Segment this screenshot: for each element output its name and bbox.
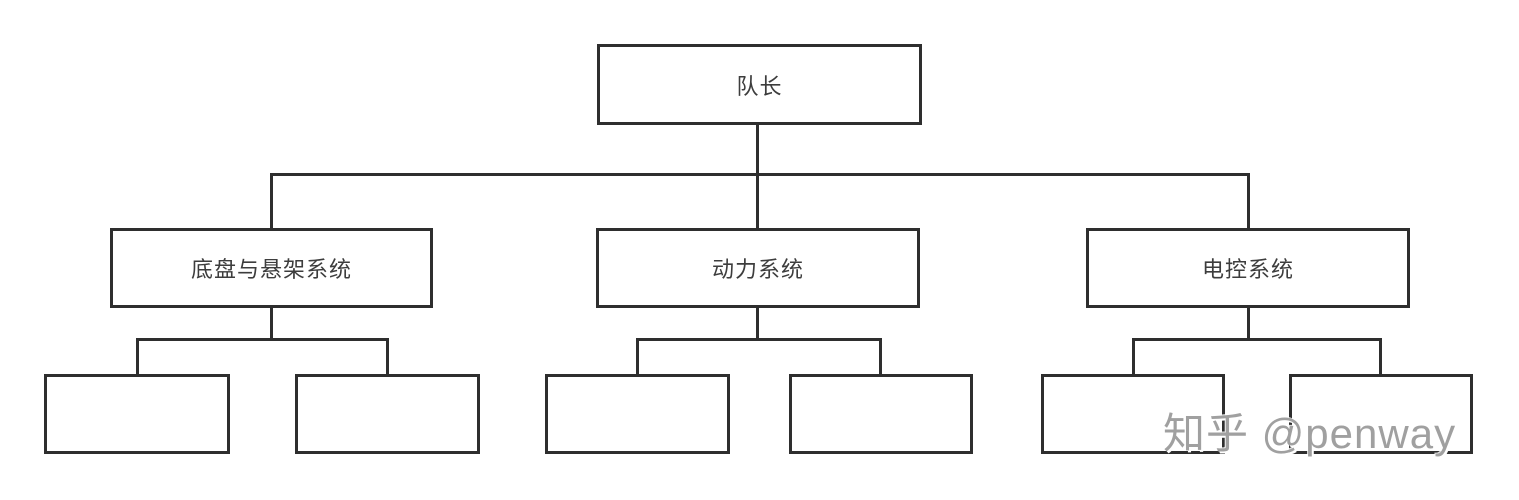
connector-drop-electronic [1247, 176, 1250, 228]
node-power-system-label: 动力系统 [711, 257, 804, 282]
node-electronic-child-2 [1289, 374, 1473, 454]
node-chassis-child-2 [295, 374, 480, 454]
connector-chassis-bus [136, 338, 389, 341]
node-captain-label: 队长 [736, 73, 783, 99]
node-electronic-child-1 [1041, 374, 1225, 454]
connector-electronic-child2-drop [1379, 341, 1382, 374]
connector-power-child1-drop [636, 341, 639, 374]
node-chassis-suspension-label: 底盘与悬架系统 [190, 257, 352, 282]
node-chassis-child-1 [44, 374, 230, 454]
node-chassis-suspension: 底盘与悬架系统 [110, 228, 433, 308]
node-power-child-2 [789, 374, 973, 454]
connector-power-bus [636, 338, 882, 341]
connector-power-stem [756, 308, 759, 340]
node-electronic-control: 电控系统 [1086, 228, 1410, 308]
node-captain: 队长 [597, 44, 922, 125]
connector-chassis-child1-drop [136, 341, 139, 374]
connector-chassis-stem [270, 308, 273, 340]
connector-power-child2-drop [879, 341, 882, 374]
connector-electronic-bus [1132, 338, 1382, 341]
connector-electronic-stem [1247, 308, 1250, 340]
connector-electronic-child1-drop [1132, 341, 1135, 374]
node-power-system: 动力系统 [596, 228, 920, 308]
connector-root-stem [756, 125, 759, 176]
connector-drop-power [756, 176, 759, 228]
connector-drop-chassis [270, 176, 273, 228]
node-electronic-control-label: 电控系统 [1201, 257, 1294, 282]
connector-chassis-child2-drop [386, 341, 389, 374]
node-power-child-1 [545, 374, 730, 454]
connector-level2-bus [270, 173, 1250, 176]
